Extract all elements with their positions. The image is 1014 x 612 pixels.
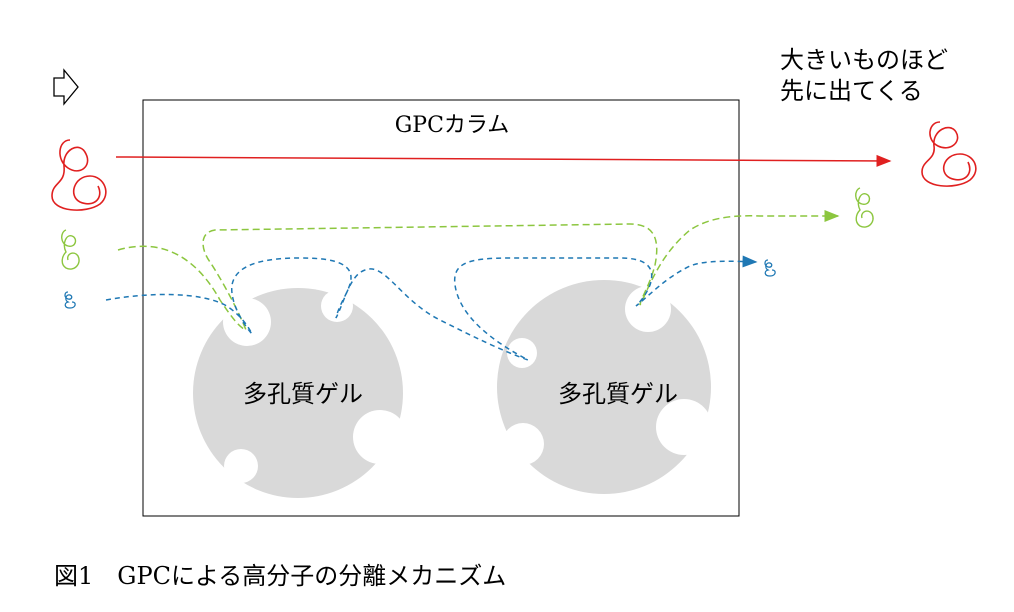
medium-molecule-path [117, 210, 840, 332]
elution-note-line2: 先に出てくる [780, 77, 923, 105]
large-molecule-coil-out-icon [921, 121, 977, 187]
elution-note-line1: 大きいものほど [780, 46, 948, 74]
small-molecule-path [105, 255, 758, 361]
medium-molecule-coil-out-icon [855, 187, 874, 228]
medium-molecule-coil-icon [61, 229, 80, 270]
small-molecule-coil-icon [64, 291, 76, 309]
porous-gel-right [497, 280, 712, 494]
figure-caption: 図1 GPCによる高分子の分離メカニズム [54, 562, 506, 590]
gel-label-left: 多孔質ゲル [243, 380, 363, 408]
small-molecule-coil-out-icon [764, 259, 776, 277]
gel-label-right: 多孔質ゲル [558, 380, 678, 408]
gpc-column [142, 99, 740, 517]
large-molecule-path [115, 154, 892, 167]
inlet-arrow-icon [53, 68, 79, 106]
column-title: GPCカラム [395, 113, 510, 138]
large-molecule-coil-icon [51, 139, 107, 211]
